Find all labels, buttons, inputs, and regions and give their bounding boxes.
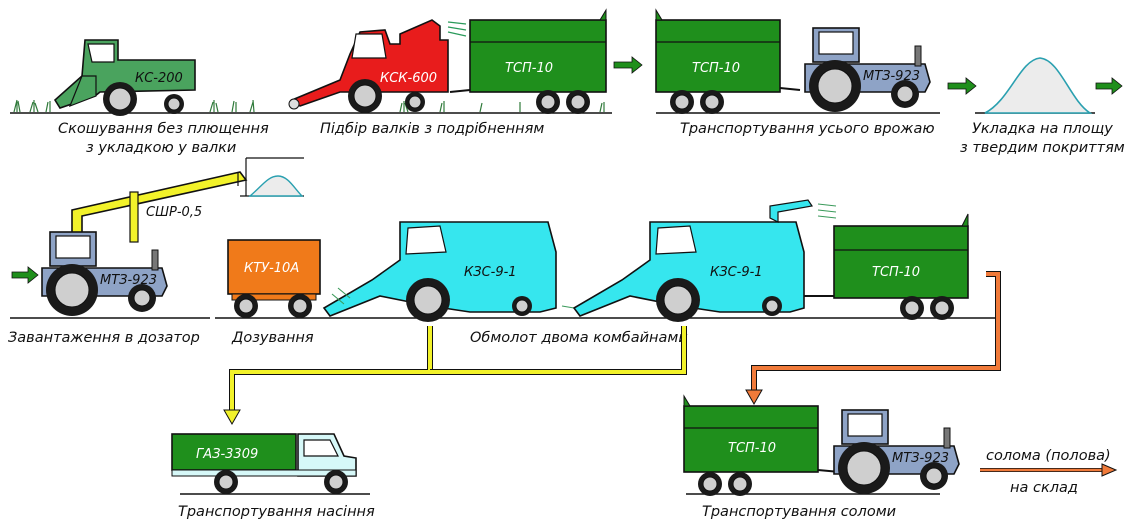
- arrow-right-icon: [948, 78, 976, 94]
- caption-mowing-line1: Скошування без плющення: [58, 121, 269, 137]
- arrow-right-icon: [614, 57, 642, 73]
- tractor-2: МТЗ-923: [42, 232, 167, 316]
- combine-2: КЗС-9-1: [574, 200, 836, 322]
- combine-1: КЗС-9-1: [324, 222, 574, 322]
- combine-1-mark: КЗС-9-1: [464, 265, 517, 280]
- trailer-4: ТСП-10: [684, 396, 840, 496]
- caption-straw-line1: солома (полова): [986, 448, 1111, 464]
- caption-transport-harvest: Транспортування усього врожаю: [680, 121, 935, 137]
- caption-straw-line2: на склад: [1010, 480, 1078, 496]
- truck-mark: ГАЗ-3309: [196, 447, 258, 462]
- doser-mark: КТУ-10А: [244, 261, 299, 276]
- mower-mark: КС-200: [135, 71, 183, 86]
- loader-boom: СШР-0,5: [72, 158, 304, 242]
- trailer-2: ТСП-10: [656, 10, 800, 114]
- mower-machine: КС-200: [55, 40, 195, 116]
- tractor-2-mark: МТЗ-923: [100, 273, 157, 288]
- caption-pickup: Підбір валків з подрібненням: [320, 121, 544, 137]
- caption-loading: Завантаження в дозатор: [8, 330, 200, 346]
- trailer-3-mark: ТСП-10: [872, 265, 920, 280]
- forage-mark: КСК-600: [380, 71, 437, 86]
- tractor-1: МТЗ-923: [805, 28, 930, 112]
- caption-stacking-line1: Укладка на площу: [972, 121, 1113, 137]
- arrow-right-icon: [1096, 78, 1122, 94]
- caption-seed-transport: Транспортування насіння: [178, 504, 375, 520]
- tractor-3-mark: МТЗ-923: [892, 451, 949, 466]
- heap-icon: [985, 58, 1090, 113]
- caption-dosing: Дозування: [231, 330, 314, 346]
- straw-storage-arrow: [980, 464, 1116, 476]
- tractor-1-mark: МТЗ-923: [863, 69, 920, 84]
- trailer-1-mark: ТСП-10: [505, 61, 553, 76]
- trailer-4-mark: ТСП-10: [728, 441, 776, 456]
- truck: ГАЗ-3309: [172, 434, 356, 494]
- trailer-3: ТСП-10: [804, 214, 968, 320]
- tractor-3: МТЗ-923: [834, 410, 959, 494]
- forage-harvester: КСК-600: [289, 20, 466, 113]
- caption-mowing-line2: з укладкою у валки: [86, 140, 236, 156]
- doser: КТУ-10А: [228, 240, 320, 318]
- loader-mark: СШР-0,5: [146, 205, 202, 220]
- caption-straw-transport: Транспортування соломи: [702, 504, 896, 520]
- combine-2-mark: КЗС-9-1: [710, 265, 763, 280]
- caption-threshing: Обмолот двома комбайнами: [470, 330, 688, 346]
- trailer-1: ТСП-10: [450, 10, 606, 114]
- caption-stacking-line2: з твердим покриттям: [960, 140, 1125, 156]
- arrow-right-icon: [12, 267, 38, 283]
- trailer-2-mark: ТСП-10: [692, 61, 740, 76]
